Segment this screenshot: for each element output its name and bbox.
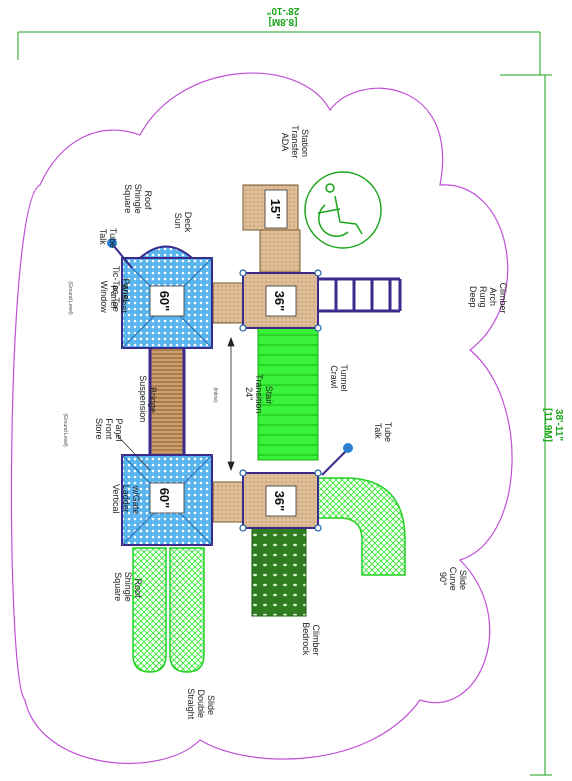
label-bedrock-climber: Bedrock Climber xyxy=(301,622,321,658)
deck-top-right: 36" xyxy=(239,269,322,332)
label-window-panel-note: (Ground Level) xyxy=(67,281,73,315)
label-ada-station: ADA Transfer Station xyxy=(280,125,310,161)
deep-rung-arch-climber xyxy=(318,277,402,313)
talk-tube-right xyxy=(321,443,353,476)
label-suspension-bridge: Suspension Bridge xyxy=(138,375,158,425)
store-front-pointer xyxy=(113,431,151,471)
label-square-roof-bottom: Square Shingle Roof xyxy=(113,572,143,605)
deck-top-left-height: 60" xyxy=(157,291,172,312)
curve-slide xyxy=(317,477,406,576)
transition-pad-top xyxy=(212,282,244,324)
label-store-front-note: (Ground Level) xyxy=(62,413,68,447)
length-m-label: [11.9M] xyxy=(542,408,553,442)
sun-deck xyxy=(137,245,195,259)
label-sun-deck: Sun Deck xyxy=(173,212,193,233)
width-m-label: [8.8M] xyxy=(269,16,298,27)
accessibility-icon xyxy=(304,171,382,249)
deck-bottom-right-height: 36" xyxy=(272,491,287,512)
label-transition-stair-note: (Inline) xyxy=(212,387,218,403)
deck-bottom-right: 36" xyxy=(239,469,322,532)
straight-double-slide xyxy=(132,547,205,673)
label-vertical-ladder: Vertical Ladder w/Gate xyxy=(111,484,141,516)
label-talk-tube-left: Talk Tube xyxy=(98,228,118,248)
label-crawl-tunnel: Crawl Tunnel xyxy=(329,364,349,391)
label-square-roof-top: Square Shingle Roof xyxy=(123,184,153,217)
length-ft-label: 38'-11" xyxy=(553,409,564,441)
width-dimension: 28'-10" [8.8M] xyxy=(17,5,541,75)
deck-top-left: 60" xyxy=(121,257,213,349)
deck-top-right-height: 36" xyxy=(272,291,287,312)
transition-pad-bottom xyxy=(212,481,244,523)
length-dimension: 38'-11" [11.9M] xyxy=(500,74,564,776)
safety-zone-boundary xyxy=(10,72,513,764)
label-deep-rung: Deep Rung Arch Climber xyxy=(468,282,508,313)
label-transition-stair: 24" Transition Stair xyxy=(244,374,274,416)
crawl-tunnel xyxy=(257,309,319,461)
bedrock-climber xyxy=(251,527,307,617)
ada-transfer-station: 15" xyxy=(242,184,301,273)
width-ft-label: 28'-10" xyxy=(266,5,299,16)
label-tic-tac-toe: Tic-Tac-Toe Panel xyxy=(111,266,131,315)
label-curve-slide: 90° Curve Slide xyxy=(438,567,468,594)
label-window-panel: Window Panel W/Seat xyxy=(99,281,129,316)
deck-bottom-left: 60" xyxy=(121,454,213,546)
talk-tube-left xyxy=(107,238,133,269)
label-store-front: Store Front Panel xyxy=(94,418,124,442)
transition-stair-arrow xyxy=(227,336,235,472)
label-talk-tube-right: Talk Tube xyxy=(373,422,393,442)
label-straight-double-slide: Straight Double Slide xyxy=(186,688,216,722)
deck-bottom-left-height: 60" xyxy=(157,488,172,509)
ada-height-label: 15" xyxy=(268,199,283,220)
